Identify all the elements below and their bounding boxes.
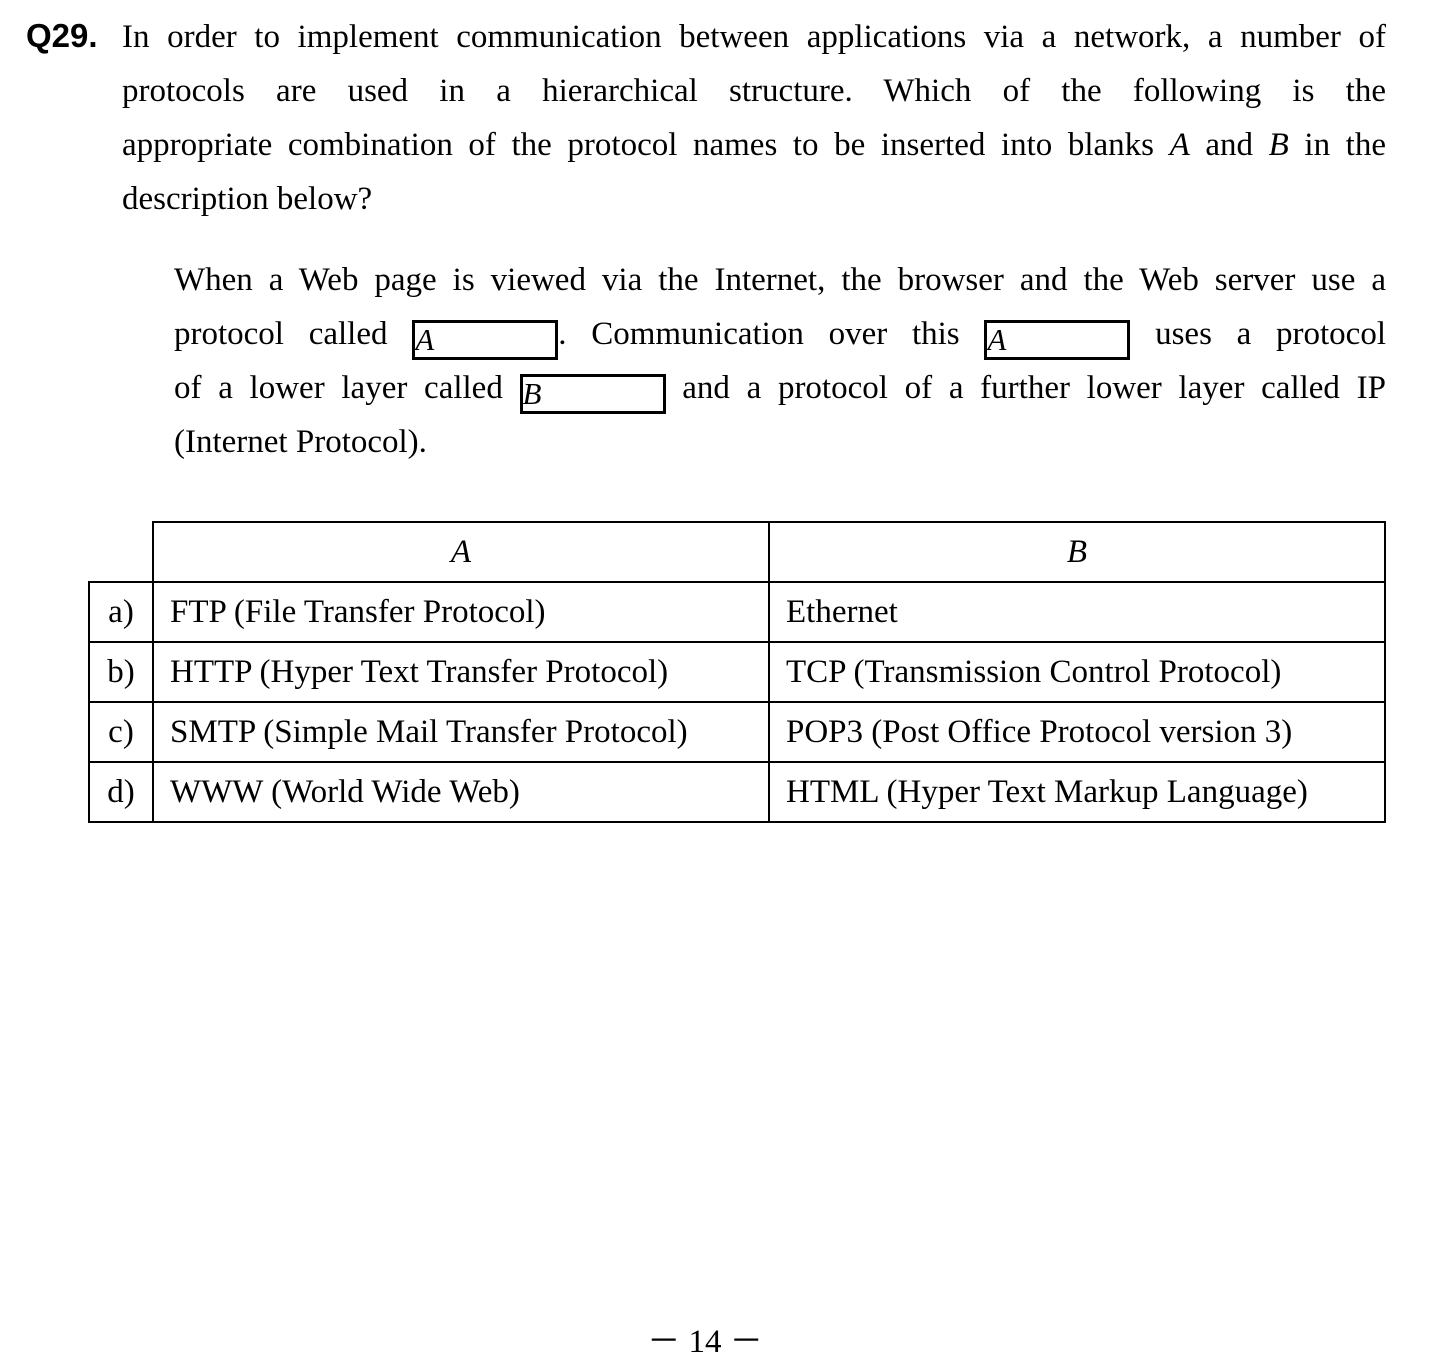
blank-box-b: B bbox=[519, 374, 666, 414]
question-line-4: description below? bbox=[122, 181, 373, 217]
table-row: c) SMTP (Simple Mail Transfer Protocol) … bbox=[88, 701, 1386, 763]
description-line-2: protocol called A. Communication over th… bbox=[174, 307, 1386, 361]
blank-label-b: B bbox=[1268, 127, 1289, 163]
table-corner bbox=[89, 522, 154, 583]
blank-box-a: A bbox=[412, 320, 559, 360]
description-line-1: When a Web page is viewed via the Intern… bbox=[174, 262, 1386, 298]
option-letter: c) bbox=[88, 701, 154, 763]
question-line-2: protocols are used in a hierarchical str… bbox=[122, 73, 1386, 109]
option-b-cell: Ethernet bbox=[768, 581, 1386, 643]
option-a-cell: FTP (File Transfer Protocol) bbox=[152, 581, 770, 643]
option-letter: b) bbox=[88, 641, 154, 703]
option-letter: a) bbox=[88, 581, 154, 643]
option-a-cell: HTTP (Hyper Text Transfer Protocol) bbox=[152, 641, 770, 703]
blank-box-a: A bbox=[984, 320, 1131, 360]
table-row: b) HTTP (Hyper Text Transfer Protocol) T… bbox=[88, 641, 1386, 703]
blank-label-a: A bbox=[1169, 127, 1190, 163]
option-b-cell: TCP (Transmission Control Protocol) bbox=[768, 641, 1386, 703]
option-a-cell: WWW (World Wide Web) bbox=[152, 761, 770, 823]
question-number: Q29. bbox=[26, 17, 98, 54]
table-row: d) WWW (World Wide Web) HTML (Hyper Text… bbox=[88, 761, 1386, 823]
page-number: － 14 － bbox=[647, 1324, 763, 1360]
table-header-row: A B bbox=[89, 521, 1386, 583]
table-row: a) FTP (File Transfer Protocol) Ethernet bbox=[88, 581, 1386, 643]
option-a-cell: SMTP (Simple Mail Transfer Protocol) bbox=[152, 701, 770, 763]
column-header-b: B bbox=[768, 521, 1386, 583]
option-letter: d) bbox=[88, 761, 154, 823]
question-line-3: appropriate combination of the protocol … bbox=[122, 127, 1386, 163]
answer-table: A B a) FTP (File Transfer Protocol) Ethe… bbox=[88, 521, 1386, 823]
question-text: In order to implement communication betw… bbox=[122, 10, 1386, 226]
question-line-1: In order to implement communication betw… bbox=[122, 19, 1386, 55]
option-b-cell: POP3 (Post Office Protocol version 3) bbox=[768, 701, 1386, 763]
description-line-4: (Internet Protocol). bbox=[174, 424, 427, 460]
option-b-cell: HTML (Hyper Text Markup Language) bbox=[768, 761, 1386, 823]
description-text: When a Web page is viewed via the Intern… bbox=[174, 253, 1386, 469]
description-line-3: of a lower layer called B and a protocol… bbox=[174, 361, 1386, 415]
column-header-a: A bbox=[152, 521, 770, 583]
